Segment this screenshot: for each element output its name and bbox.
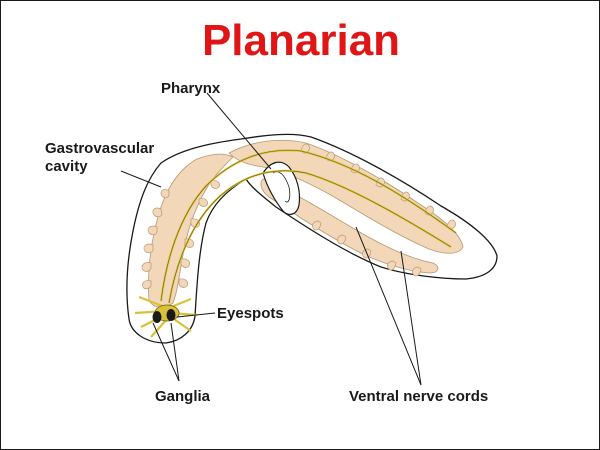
pharynx-lumen: [272, 171, 291, 203]
gut-diverticula: [141, 143, 456, 290]
eyespot-right: [166, 309, 176, 321]
label-gastrovascular-line2: cavity: [45, 158, 88, 175]
label-gastrovascular-line1: Gastrovascular: [45, 140, 154, 157]
label-ventral-nerve-cords: Ventral nerve cords: [349, 388, 488, 405]
leader-lines: [120, 92, 422, 386]
pharynx: [262, 161, 301, 215]
label-eyespots: Eyespots: [217, 305, 284, 322]
eyespot-left: [152, 311, 162, 323]
slide-title: Planarian: [201, 16, 401, 65]
label-ganglia: Ganglia: [155, 388, 211, 405]
gut-lower-branch: [260, 178, 439, 274]
label-pharynx: Pharynx: [161, 80, 221, 97]
